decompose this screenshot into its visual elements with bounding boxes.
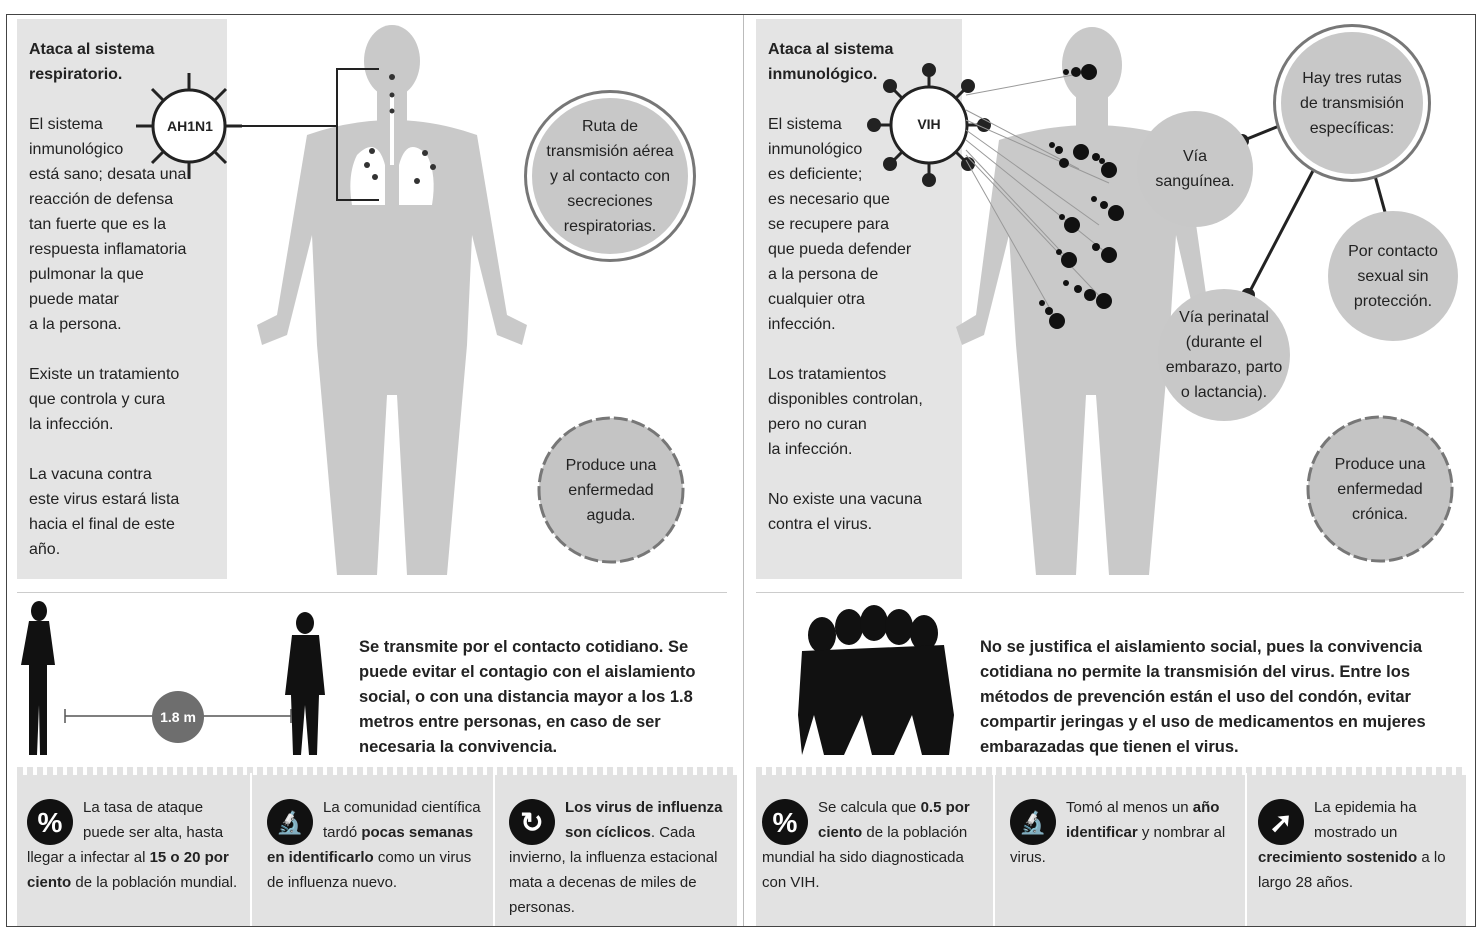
stat-bold-text: año identificar: [1066, 799, 1220, 841]
distance-badge: 1.8 m: [152, 691, 204, 743]
vih-isolation-text: No se justifica el aislamiento social, p…: [980, 638, 1426, 756]
acute-disease-circle: Produce una enfermedad aguda.: [565, 456, 657, 524]
air-route-circle: Ruta de transmisión aérea y al contacto …: [527, 93, 693, 259]
ah1n1-panel: Ataca al sistema respiratorio. El sistem…: [7, 15, 742, 926]
cycle-icon: ↻: [509, 799, 555, 845]
stat-text: La epidemia ha mostrado un: [1314, 799, 1417, 841]
ah1n1-stat-1: %La tasa de ataque puede ser alta, hasta…: [27, 795, 239, 895]
ah1n1-transmission-text: Se transmite por el contacto cotidiano. …: [359, 638, 696, 756]
stat-bold-text: 0.5 por ciento: [818, 799, 970, 841]
ah1n1-side-p3: La vacuna contra este virus estará lista…: [29, 466, 180, 558]
footer-edge: [756, 767, 1466, 775]
vih-side-p2: Los tratamientos disponibles controlan, …: [768, 366, 923, 458]
vih-stat-1: % Se calcula que 0.5 por ciento de la pob…: [762, 795, 986, 895]
vih-stats-footer: % Se calcula que 0.5 por ciento de la pob…: [756, 767, 1466, 926]
stat-text: de la población mundial ha sido diagnost…: [762, 824, 968, 891]
vih-stat-2: 🔬 Tomó al menos un año identificar y nomb…: [1010, 795, 1236, 870]
vih-side-title: Ataca al sistema inmunológico.: [768, 41, 894, 83]
stat-text: a lo largo 28 años.: [1258, 849, 1446, 891]
microscope-icon: 🔬: [267, 799, 313, 845]
ah1n1-stats-footer: %La tasa de ataque puede ser alta, hasta…: [17, 767, 737, 926]
ah1n1-side-p2: Existe un tratamiento que controla y cur…: [29, 366, 180, 433]
stat-text: . Cada invierno, la influenza estacional…: [509, 824, 718, 916]
chronic-disease-circle: Produce una enfermedad crónica.: [1334, 455, 1426, 523]
human-body-silhouette: [21, 25, 685, 755]
footer-separator: [1245, 773, 1247, 926]
perinatal-route-circle: Vía perinatal (durante el embarazo, part…: [1158, 289, 1290, 421]
ah1n1-side-title: Ataca al sistema respiratorio.: [29, 41, 155, 83]
stat-bold-text: pocas semanas en identificarlo: [267, 824, 474, 866]
microscope-icon: 🔬: [1010, 799, 1056, 845]
transmission-routes-circle: Hay tres rutas de transmisión específica…: [1276, 27, 1428, 179]
stat-bold-text: crecimiento sostenido: [1258, 849, 1418, 866]
vih-illustration: [798, 27, 1454, 755]
ah1n1-stat-3: ↻Los virus de influenza son cíclicos. Ca…: [509, 795, 731, 920]
infographic-frame: Ataca al sistema respiratorio. El sistem…: [6, 14, 1476, 927]
ah1n1-virus-label: AH1N1: [167, 118, 213, 134]
divider: [756, 592, 1464, 593]
vih-stat-3: ➚La epidemia ha mostrado un crecimiento …: [1258, 795, 1462, 895]
stat-text: La tasa de ataque puede ser alta, hasta …: [27, 799, 224, 866]
stat-text: y nombrar al virus.: [1010, 824, 1226, 866]
stat-text: Tomó al menos un: [1066, 799, 1193, 816]
sexual-route-circle: Por contacto sexual sin protección.: [1328, 211, 1458, 341]
footer-separator: [493, 773, 495, 926]
divider: [17, 592, 727, 593]
ah1n1-side-p1: El sistema inmunológico está sano; desat…: [29, 116, 187, 333]
vih-panel: Ataca al sistema inmunológico. El sistem…: [743, 15, 1476, 926]
footer-separator: [993, 773, 995, 926]
stat-text: de la población mundial.: [71, 874, 238, 891]
percent-icon: %: [27, 799, 73, 845]
percent-icon: %: [762, 799, 808, 845]
vih-side-p1: El sistema inmunológico es deficiente; e…: [768, 116, 912, 333]
stat-text: Se calcula que: [818, 799, 921, 816]
vih-virus-label: VIH: [917, 116, 941, 132]
arrow-up-right-icon: ➚: [1258, 799, 1304, 845]
stat-bold-text: Los virus de influenza son cíclicos: [565, 799, 723, 841]
footer-separator: [250, 773, 252, 926]
blood-route-circle: Vía sanguínea.: [1137, 111, 1253, 227]
stat-bold-text: 15 o 20 por ciento: [27, 849, 229, 891]
vih-side-p3: No existe una vacuna contra el virus.: [768, 491, 922, 533]
footer-edge: [17, 767, 737, 775]
ah1n1-stat-2: 🔬La comunidad científica tardó pocas sem…: [267, 795, 487, 895]
stat-text: como un virus de influenza nuevo.: [267, 849, 472, 891]
stat-text: La comunidad científica tardó: [323, 799, 481, 841]
